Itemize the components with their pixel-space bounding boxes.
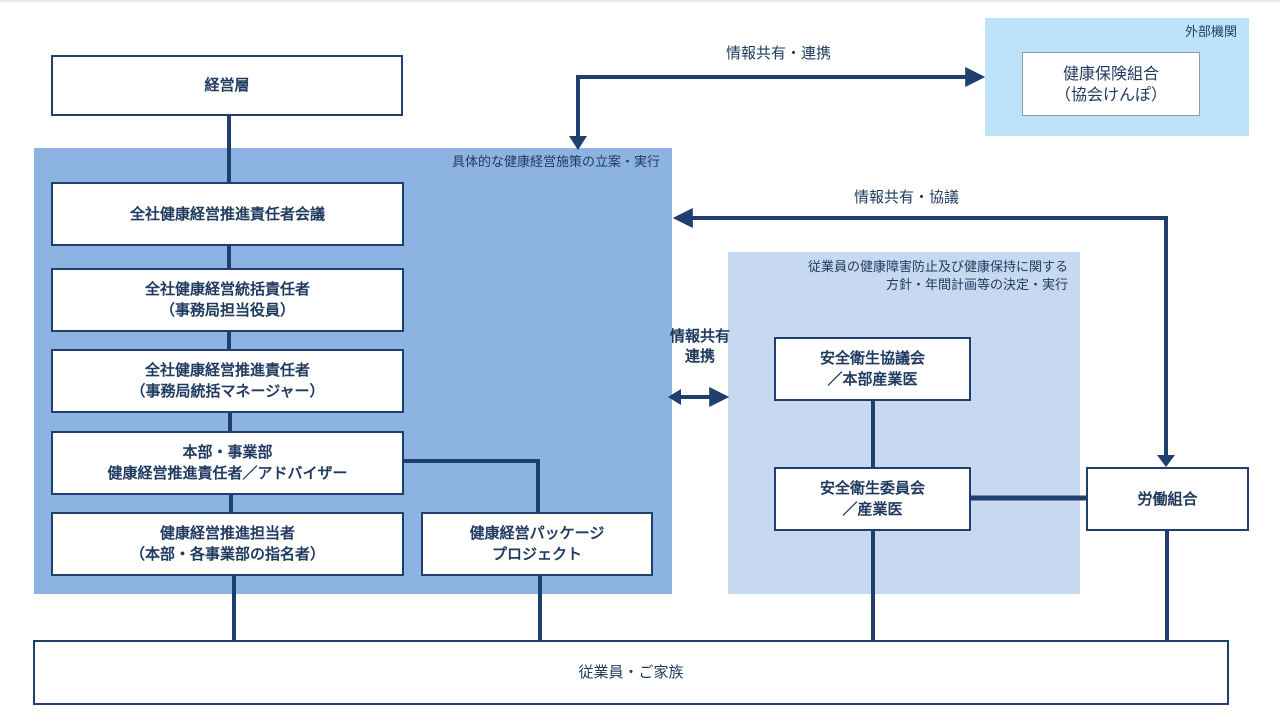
safety-panel-label: 従業員の健康障害防止及び健康保持に関する 方針・年間計画等の決定・実行 bbox=[808, 259, 1068, 295]
box-line: 安全衛生協議会 bbox=[819, 349, 925, 367]
top-divider bbox=[0, 0, 1280, 2]
council-label: 全社健康経営推進責任者会議 bbox=[129, 204, 325, 223]
safety-council-box: 安全衛生協議会 ／本部産業医 bbox=[774, 337, 971, 401]
box-line: ／産業医 bbox=[842, 500, 903, 518]
safety-panel-label-line: 方針・年間計画等の決定・実行 bbox=[885, 278, 1068, 293]
box-line: 安全衛生委員会 bbox=[819, 479, 925, 497]
box-line: （協会けんぽ） bbox=[1054, 85, 1167, 104]
box-line: 本部・事業部 bbox=[182, 443, 273, 461]
general-manager-box: 全社健康経営統括責任者 （事務局担当役員） bbox=[51, 268, 404, 332]
box-line: 健康経営パッケージ bbox=[469, 524, 605, 542]
box-line: 健康経営推進担当者 bbox=[159, 524, 295, 542]
division-manager-box: 本部・事業部 健康経営推進責任者／アドバイザー bbox=[51, 431, 404, 495]
arrow-external-info-sharing bbox=[576, 67, 986, 137]
main-panel-label: 具体的な健康経営施策の立案・実行 bbox=[451, 155, 660, 170]
management-box: 経営層 bbox=[51, 55, 403, 116]
arrowhead-down-main-panel bbox=[569, 136, 587, 150]
box-line: ／本部産業医 bbox=[827, 370, 918, 388]
safety-panel-label-line: 従業員の健康障害防止及び健康保持に関する bbox=[807, 260, 1068, 275]
arrowhead-down-union bbox=[1157, 455, 1175, 467]
flow-label-safety-line: 情報共有 bbox=[669, 327, 730, 345]
external-panel-label: 外部機関 bbox=[1184, 25, 1237, 40]
box-line: 全社健康経営推進責任者 bbox=[144, 361, 310, 379]
flow-label-external: 情報共有・連携 bbox=[726, 44, 832, 62]
council-box: 全社健康経営推進責任者会議 bbox=[51, 182, 404, 246]
flow-label-union: 情報共有・協議 bbox=[854, 188, 960, 206]
health-insurance-box: 健康保険組合 （協会けんぽ） bbox=[1022, 52, 1200, 116]
safety-committee-box: 安全衛生委員会 ／産業医 bbox=[774, 467, 971, 531]
arrowhead-left-safety bbox=[668, 389, 681, 405]
employees-label: 従業員・ご家族 bbox=[578, 663, 684, 681]
promotion-manager-box: 全社健康経営推進責任者 （事務局統括マネージャー） bbox=[51, 349, 404, 413]
labor-union-label: 労働組合 bbox=[1137, 489, 1198, 508]
box-line: （事務局担当役員） bbox=[159, 301, 295, 319]
box-line: プロジェクト bbox=[491, 545, 582, 563]
box-line: 健康経営推進責任者／アドバイザー bbox=[107, 464, 348, 482]
box-line: 健康保険組合 bbox=[1062, 64, 1159, 83]
package-project-box: 健康経営パッケージ プロジェクト bbox=[421, 512, 653, 576]
box-line: （事務局統括マネージャー） bbox=[130, 382, 325, 400]
arrow-union-info-sharing bbox=[672, 208, 1168, 458]
employees-box: 従業員・ご家族 bbox=[33, 640, 1229, 705]
flow-label-safety-line: 連携 bbox=[684, 347, 715, 365]
safety-health-panel: 従業員の健康障害防止及び健康保持に関する 方針・年間計画等の決定・実行 bbox=[728, 252, 1080, 594]
promotion-staff-box: 健康経営推進担当者 （本部・各事業部の指名者） bbox=[51, 512, 404, 576]
box-line: （本部・各事業部の指名者） bbox=[129, 545, 325, 563]
labor-union-box: 労働組合 bbox=[1086, 467, 1249, 531]
management-label: 経営層 bbox=[204, 76, 250, 94]
box-line: 全社健康経営統括責任者 bbox=[144, 280, 310, 298]
connector-division-to-package bbox=[403, 459, 540, 512]
flow-label-safety: 情報共有 連携 bbox=[660, 326, 740, 366]
